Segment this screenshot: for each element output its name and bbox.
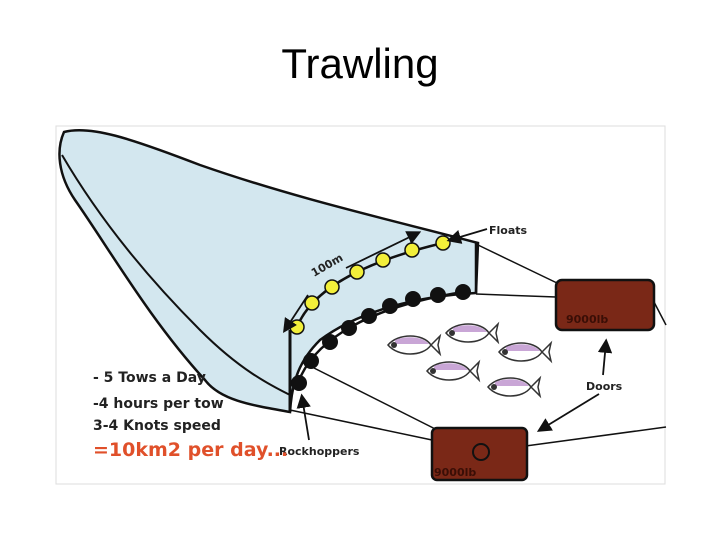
stat-speed: 3-4 Knots speed — [93, 418, 221, 434]
image-frame — [55, 125, 666, 485]
float — [375, 252, 391, 268]
rockhopper — [382, 298, 398, 314]
result-area: =10km2 per day... — [93, 439, 288, 461]
otter-door-top — [554, 278, 656, 332]
rockhopper — [322, 334, 338, 350]
annotation-arrows — [283, 228, 613, 441]
float — [289, 319, 305, 335]
rockhoppers-label: Rockhoppers — [279, 445, 360, 458]
rockhopper-balls — [291, 284, 471, 391]
rockhoppers-arrow — [296, 393, 311, 441]
stat-tows: - 5 Tows a Day — [93, 370, 206, 386]
doors-arrow-bottom — [536, 393, 600, 432]
fish-school — [387, 321, 553, 399]
floats — [289, 235, 451, 335]
stat-hours: -4 hours per tow — [93, 396, 224, 412]
float — [304, 295, 320, 311]
otter-door-bottom — [430, 426, 529, 482]
door-weight-bottom: 9000lb — [434, 466, 476, 479]
rockhopper — [430, 287, 446, 303]
doors-arrow-top — [597, 338, 613, 376]
doors-label: Doors — [586, 380, 623, 393]
fish — [387, 333, 442, 357]
fish — [487, 375, 542, 399]
slide-title: Trawling — [281, 40, 439, 87]
rockhopper — [455, 284, 471, 300]
net-fold-line — [61, 154, 291, 396]
rockhopper — [303, 353, 319, 369]
floats-label: Floats — [489, 224, 528, 237]
float — [324, 279, 340, 295]
rockhopper — [361, 308, 377, 324]
fish — [498, 340, 553, 364]
fish — [426, 359, 481, 383]
rockhopper — [405, 291, 421, 307]
floats-arrow — [446, 228, 488, 244]
length-arrow-down — [283, 294, 309, 334]
door-weight-top: 9000lb — [566, 313, 608, 326]
length-arrow-up — [345, 231, 422, 269]
fish — [445, 321, 500, 345]
rockhopper — [341, 320, 357, 336]
door-ring — [472, 443, 490, 461]
trawl-net — [58, 128, 480, 414]
float — [349, 264, 365, 280]
float — [435, 235, 451, 251]
rockhopper — [291, 375, 307, 391]
float — [404, 242, 420, 258]
